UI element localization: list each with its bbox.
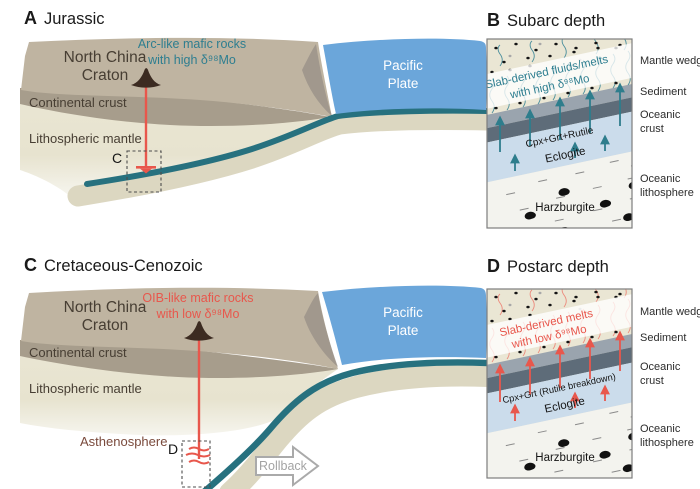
- layer-label-oceanic-crust: Oceanic crust: [640, 109, 681, 136]
- panel-c-title-text: Cretaceous-Cenozoic: [44, 257, 203, 275]
- panel-c-title: C Cretaceous-Cenozoic: [24, 255, 203, 276]
- layer-label-oceanic-crust: Oceanic crust: [640, 361, 681, 388]
- craton-shape: [21, 287, 338, 369]
- layer-label-mantle-wedge: Mantle wedge: [640, 306, 700, 318]
- melt-pond-mark: [136, 166, 156, 174]
- craton-label-line2: Craton: [82, 317, 129, 334]
- craton-label-line1: North China: [64, 299, 147, 316]
- subducting-slab: [84, 107, 490, 187]
- panel-a-title-text: Jurassic: [44, 10, 105, 28]
- cpx-grt-rutile-band: [487, 84, 632, 153]
- fluid-flux-arrows: [495, 82, 625, 171]
- melt-label-band: Slab-derived melts with low δ⁹⁸Mo: [487, 289, 632, 367]
- continental-crust-shape: [20, 88, 330, 127]
- panel-a-jurassic: A Jurassic North China Craton Arc-like ma…: [0, 0, 490, 245]
- panel-a-title: A Jurassic: [24, 8, 105, 29]
- panel-a-letter: A: [24, 8, 37, 28]
- inset-box-outline-c: [126, 150, 162, 193]
- inset-box-outline-d: [181, 440, 211, 488]
- oib-rocks-note-line2: with low δ⁹⁸Mo: [156, 307, 240, 321]
- asthenosphere-label: Asthenosphere: [80, 434, 167, 449]
- panel-d-drawing: Slab-derived melts with low δ⁹⁸Mo Cpx+Gr…: [486, 288, 633, 479]
- volcano-icon: [184, 321, 214, 341]
- trench-shadow: [302, 44, 332, 116]
- harzburgite-label: Harzburgite: [535, 202, 594, 214]
- arc-rocks-note-line1: Arc-like mafic rocks: [138, 37, 246, 51]
- layer-label-oceanic-lithosphere: Oceanic lithosphere: [640, 173, 694, 200]
- panel-c-letter: C: [24, 255, 37, 275]
- melt-pond-squiggles: [185, 446, 211, 465]
- rollback-arrow: Rollback: [255, 444, 320, 488]
- craton-label-line2: Craton: [82, 67, 129, 84]
- pacific-plate-label-line1: Pacific: [383, 305, 423, 320]
- lithospheric-mantle-label: Lithospheric mantle: [29, 131, 142, 146]
- panel-d-title-text: Postarc depth: [507, 258, 609, 276]
- layer-label-sediment: Sediment: [640, 332, 687, 344]
- lithospheric-mantle-label: Lithospheric mantle: [29, 381, 142, 396]
- inset-ref-label-d: D: [168, 441, 178, 457]
- pacific-plate-shape: [323, 38, 487, 114]
- panel-c-cretaceous: C Cretaceous-Cenozoic Rollback North Chin…: [0, 245, 490, 489]
- trench-shadow: [304, 293, 338, 367]
- arc-rocks-note-line2: with high δ⁹⁸Mo: [147, 53, 236, 67]
- pacific-plate-label-line1: Pacific: [383, 58, 423, 73]
- rollback-label: Rollback: [259, 459, 308, 473]
- harzburgite-band: [487, 136, 632, 228]
- inset-frame-b: [486, 38, 633, 229]
- panel-b-title-text: Subarc depth: [507, 12, 606, 30]
- melt-flux-arrows: [495, 330, 625, 421]
- oceanic-lithosphere-band: [67, 108, 490, 207]
- craton-shape: [21, 37, 332, 117]
- panel-a-drawing: North China Craton Arc-like mafic rocks …: [20, 37, 490, 207]
- panel-b-title: B Subarc depth: [487, 10, 605, 31]
- volcano-icon: [131, 68, 161, 88]
- layer-label-sediment: Sediment: [640, 86, 687, 98]
- subducting-slab: [202, 359, 490, 489]
- pacific-plate-shape: [322, 285, 487, 365]
- panel-d-postarc: D Postarc depth Mantle wedge Sediment Oce…: [480, 245, 700, 489]
- inset-frame-d: [486, 288, 633, 479]
- pacific-plate-label-line2: Plate: [388, 323, 419, 338]
- continental-crust-label: Continental crust: [29, 95, 127, 110]
- panel-b-subarc: B Subarc depth Mantle wedge Sediment Ocea…: [480, 0, 700, 245]
- craton-label-line1: North China: [64, 49, 147, 66]
- layer-label-oceanic-lithosphere: Oceanic lithosphere: [640, 423, 694, 450]
- panel-d-letter: D: [487, 256, 500, 276]
- continental-crust-shape: [20, 340, 338, 379]
- oib-rocks-note-line1: OIB-like mafic rocks: [142, 291, 253, 305]
- harzburgite-band: [487, 387, 632, 478]
- layer-label-mantle-wedge: Mantle wedge: [640, 55, 700, 67]
- inset-ref-label-c: C: [112, 150, 122, 166]
- pacific-plate-label-line2: Plate: [388, 76, 419, 91]
- panel-c-drawing: Rollback North China Craton OIB-like maf…: [20, 285, 490, 489]
- continental-crust-label: Continental crust: [29, 345, 127, 360]
- panel-d-title: D Postarc depth: [487, 256, 609, 277]
- panel-b-drawing: Slab-derived fluids/melts with high δ⁹⁸M…: [486, 38, 633, 229]
- panel-b-letter: B: [487, 10, 500, 30]
- harzburgite-label: Harzburgite: [535, 452, 594, 464]
